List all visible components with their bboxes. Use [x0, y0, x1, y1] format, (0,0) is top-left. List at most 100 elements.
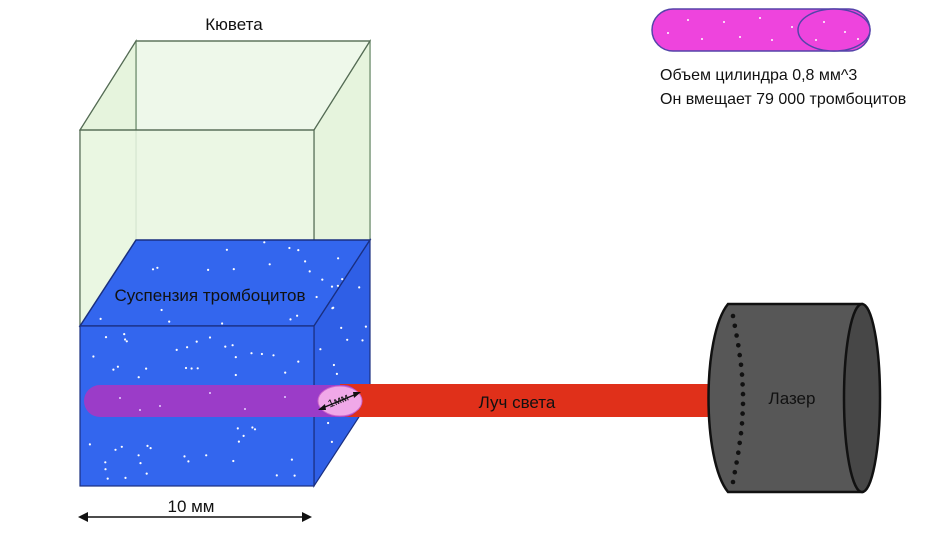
laser-dot: [737, 440, 742, 446]
laser-dot: [732, 323, 738, 329]
platelet-dot: [275, 474, 278, 477]
laser-dot: [734, 460, 739, 465]
platelet-dot: [341, 278, 344, 281]
laser-dot: [730, 479, 736, 485]
cuvette-label: Кювета: [205, 15, 263, 34]
platelet-dot: [116, 365, 119, 368]
laser-body: [707, 302, 864, 494]
platelet-dot: [336, 284, 339, 287]
platelet-dot: [92, 355, 95, 358]
laser-dot: [736, 343, 741, 348]
beam-diameter-arrowhead-right: [353, 392, 361, 398]
platelet-dot: [124, 338, 127, 341]
light-beam: [340, 384, 712, 417]
platelet-dot: [146, 444, 149, 447]
platelet-dot: [221, 322, 224, 325]
platelet-dot: [104, 468, 107, 471]
laser-label: Лазер: [769, 389, 816, 408]
laser-dot: [740, 411, 745, 416]
platelet-dot: [335, 372, 338, 375]
platelet-dot: [232, 459, 235, 463]
platelet-dot: [145, 472, 148, 475]
platelet-dot: [296, 314, 299, 317]
beam-diameter-arrowhead-left: [318, 404, 326, 410]
platelet-dot: [263, 241, 266, 244]
platelet-dot: [99, 317, 102, 320]
platelet-dot: [151, 268, 155, 271]
laser-dot: [740, 382, 745, 387]
laser-front-face: [842, 302, 882, 494]
cylinder-end-cap: [797, 8, 871, 52]
platelet-dot: [272, 354, 275, 357]
laser-dot: [739, 421, 745, 426]
platelet-dot: [224, 345, 227, 348]
platelet-dot: [337, 257, 340, 260]
platelet-dot: [297, 360, 300, 363]
platelet-dot: [361, 339, 364, 342]
platelet-dot: [123, 333, 126, 336]
laser-dot: [730, 313, 736, 319]
platelet-dot: [104, 336, 108, 339]
platelet-dot: [289, 318, 292, 321]
platelet-dot: [137, 376, 140, 379]
beam-diameter-arrow: [319, 392, 360, 410]
laser-dot: [737, 352, 742, 358]
cylinder-capacity-text: Он вмещает 79 000 тромбоцитов: [660, 91, 906, 108]
platelet-dot: [184, 366, 188, 370]
cuvette-top-rim: [78, 40, 372, 131]
platelet-dot: [205, 454, 208, 457]
platelet-dot: [340, 326, 343, 329]
platelet-dot: [315, 295, 318, 299]
laser-dot: [738, 430, 744, 436]
platelet-dot: [297, 249, 300, 252]
platelet-dot: [196, 367, 199, 370]
laser-dotted-line: [730, 313, 746, 485]
laser-dot: [732, 469, 738, 475]
platelet-dot: [250, 352, 253, 355]
platelet-dot: [160, 308, 163, 312]
platelet-dot: [232, 268, 235, 271]
laser: [707, 302, 882, 494]
platelet-dot: [321, 278, 324, 281]
laser-dot: [740, 401, 746, 407]
laser-dot: [740, 391, 746, 397]
platelet-dot: [149, 447, 152, 450]
platelet-dot: [207, 268, 210, 271]
platelet-dot: [236, 427, 239, 430]
platelet-dot: [120, 445, 123, 448]
width-arrowhead-left: [78, 512, 88, 522]
laser-dot: [736, 450, 741, 456]
cylinder-volume-text: Объем цилиндра 0,8 мм^3: [660, 67, 857, 84]
platelet-dot: [358, 286, 361, 289]
platelet-dot: [183, 455, 186, 458]
platelet-dot: [319, 348, 322, 351]
platelet-dot: [284, 371, 287, 374]
platelet-dot: [208, 336, 212, 339]
platelet-dot: [234, 373, 237, 377]
suspension-label: Суспензия тромбоцитов: [114, 286, 305, 305]
laser-dot: [734, 333, 739, 338]
platelet-dot: [139, 462, 142, 465]
platelet-dot: [112, 368, 115, 371]
platelet-dot: [330, 440, 333, 443]
width-label: 10 мм: [167, 497, 214, 516]
platelet-dot: [234, 356, 237, 359]
platelet-dot: [175, 348, 178, 351]
platelet-dot: [195, 340, 198, 343]
platelet-dot: [260, 352, 263, 356]
platelet-dot: [364, 325, 367, 328]
platelet-dot: [251, 426, 254, 429]
platelet-dot: [308, 270, 311, 273]
platelet-dot: [304, 260, 307, 263]
platelet-dot: [290, 458, 293, 461]
platelet-dot: [253, 428, 257, 431]
platelet-dot: [332, 306, 335, 309]
platelet-dot: [190, 367, 193, 370]
platelet-dot: [237, 440, 240, 443]
laser-dot: [738, 362, 744, 368]
cylinder-illustration: [651, 8, 871, 52]
platelet-dot: [106, 477, 109, 480]
laser-dot: [739, 372, 745, 377]
beam-label: Луч света: [479, 393, 556, 412]
platelet-dot: [242, 434, 245, 437]
